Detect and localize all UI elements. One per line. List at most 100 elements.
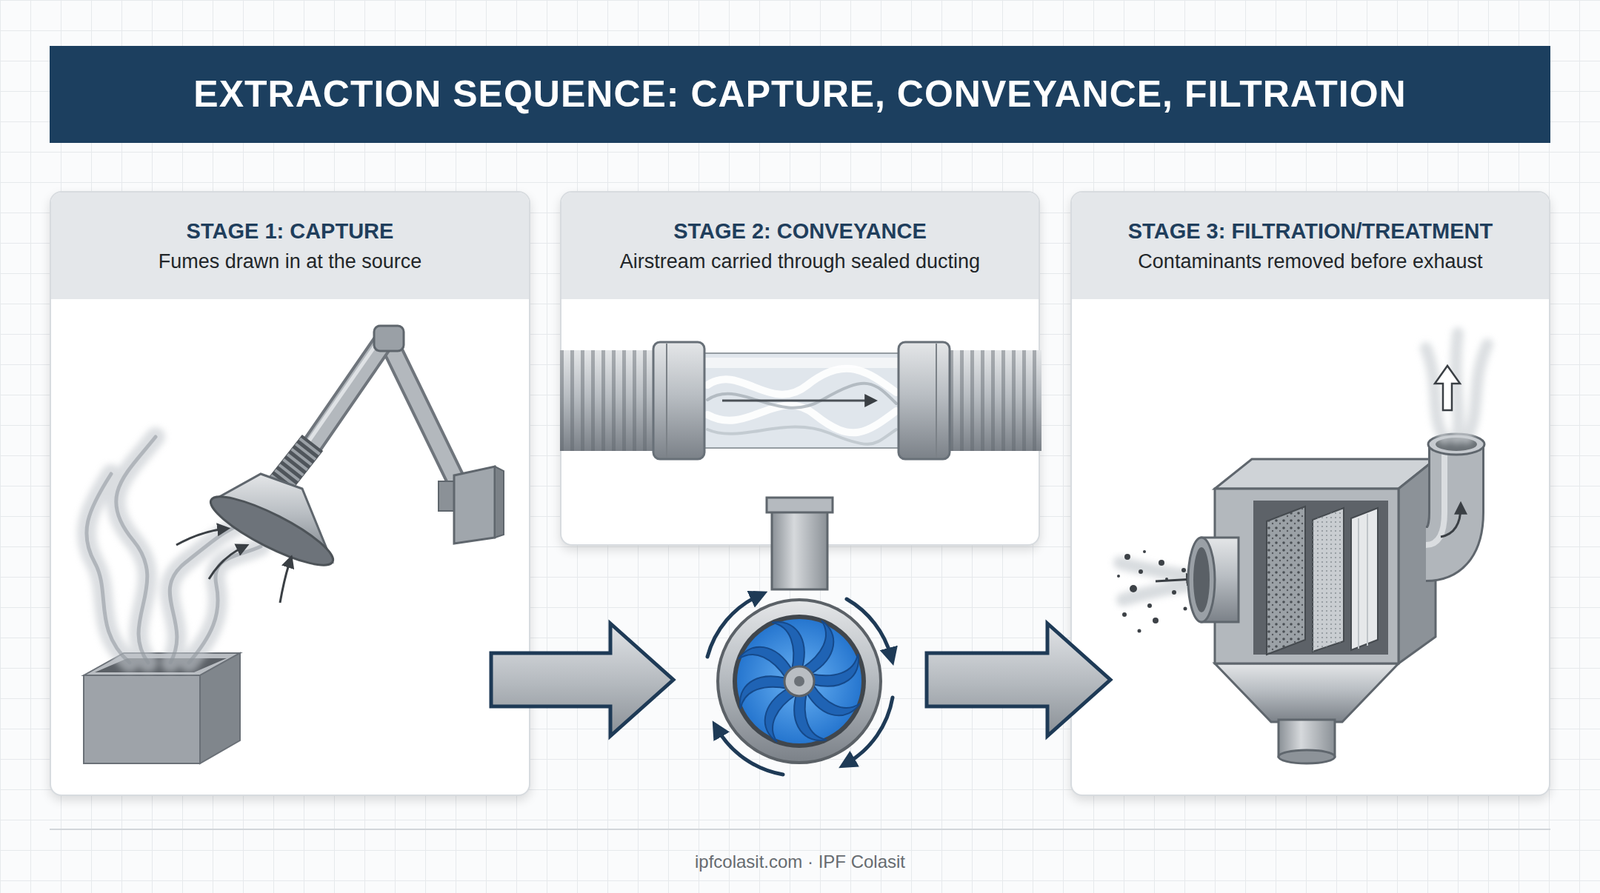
incoming-particles <box>1117 550 1188 634</box>
extraction-fan <box>780 688 840 749</box>
rotation-arrows <box>846 599 892 658</box>
sealed-duct <box>707 426 897 444</box>
sealed-duct <box>704 357 899 369</box>
stage-description: Fumes drawn in at the source <box>62 248 518 275</box>
fume-smoke <box>86 437 261 663</box>
flow-arrow <box>926 623 1111 737</box>
sealed-duct <box>560 342 1042 460</box>
title-band: EXTRACTION SEQUENCE: CAPTURE, CONVEYANCE… <box>49 45 1551 143</box>
filter-unit <box>1366 514 1369 646</box>
clean-exhaust <box>1466 344 1488 439</box>
fume-arm <box>374 325 404 352</box>
clean-exhaust <box>1425 348 1445 439</box>
stage-panel: STAGE 2: CONVEYANCEAirstream carried thr… <box>560 191 1040 546</box>
sealed-duct <box>722 400 873 403</box>
extraction-fan <box>802 620 834 675</box>
filter-unit <box>1357 518 1360 649</box>
filter-unit <box>1188 537 1215 623</box>
fume-source <box>83 653 240 676</box>
extraction-fan <box>732 614 866 749</box>
clean-exhaust <box>1456 333 1459 439</box>
fume-arm <box>387 339 461 491</box>
filter-unit <box>1312 508 1344 652</box>
fume-arm <box>438 481 461 512</box>
sealed-duct <box>707 383 897 409</box>
stage-heading: STAGE 1: CAPTURE <box>62 217 518 245</box>
suction-arrows <box>280 560 291 603</box>
stage-description: Airstream carried through sealed ducting <box>573 248 1027 275</box>
filter-unit <box>1214 459 1436 489</box>
extraction-fan <box>737 619 862 744</box>
sealed-duct <box>707 405 897 433</box>
extraction-fan <box>784 666 815 697</box>
sealed-duct <box>949 350 1042 452</box>
stage-description: Contaminants removed before exhaust <box>1083 248 1538 275</box>
sealed-duct <box>935 343 938 458</box>
clean-exhaust <box>1434 365 1460 411</box>
fume-smoke <box>169 522 245 663</box>
incoming-particles <box>1158 560 1165 566</box>
extraction-fan <box>806 684 860 716</box>
incoming-particles <box>1120 562 1200 578</box>
fume-smoke <box>188 546 261 663</box>
fume-smoke <box>86 437 261 663</box>
fume-source <box>83 675 200 764</box>
filter-unit <box>1253 500 1389 655</box>
fume-arm <box>387 339 461 491</box>
fume-arm <box>306 337 381 445</box>
fume-arm <box>203 325 504 577</box>
sealed-duct <box>560 350 654 452</box>
fume-source <box>200 653 240 764</box>
fume-smoke <box>116 437 156 663</box>
extraction-fan <box>717 497 881 763</box>
fume-smoke <box>188 546 261 663</box>
fume-source <box>83 653 240 764</box>
fume-arm <box>309 339 386 449</box>
extraction-fan <box>794 676 805 687</box>
filter-unit <box>1428 434 1485 455</box>
rotation-arrows <box>707 595 893 775</box>
incoming-particles <box>1137 629 1142 634</box>
filter-unit <box>1440 506 1461 538</box>
filter-unit <box>1425 447 1457 555</box>
fume-arm <box>203 485 340 578</box>
suction-arrows <box>176 528 291 603</box>
incoming-particles <box>1183 607 1188 612</box>
incoming-particles <box>1147 603 1152 609</box>
fume-arm <box>212 474 332 562</box>
extraction-fan <box>765 688 797 743</box>
fume-smoke <box>86 437 261 663</box>
panel-header: STAGE 2: CONVEYANCEAirstream carried thr… <box>561 192 1039 300</box>
stage-panel: STAGE 3: FILTRATION/TREATMENT Contaminant… <box>1070 191 1551 797</box>
filter-unit <box>1435 437 1478 452</box>
extraction-fan <box>717 600 881 763</box>
filter-unit <box>1266 506 1306 655</box>
stage-heading: STAGE 3: FILTRATION/TREATMENT <box>1083 217 1538 245</box>
rotation-arrows <box>846 697 893 764</box>
extraction-fan <box>738 647 792 679</box>
fume-smoke <box>116 437 156 663</box>
incoming-particles <box>1142 550 1146 554</box>
incoming-particles <box>1171 590 1177 595</box>
filter-unit <box>1193 547 1210 613</box>
incoming-particles <box>1129 585 1138 593</box>
incoming-particles <box>1117 550 1200 634</box>
sealed-duct <box>560 350 654 452</box>
filter-unit <box>1278 750 1335 764</box>
footer-credit: ipfcolasit.com · IPF Colasit <box>694 851 906 873</box>
sealed-duct <box>707 368 897 445</box>
filter-unit <box>1214 663 1399 723</box>
filter-unit <box>1214 488 1399 664</box>
sealed-duct <box>704 353 899 449</box>
filter-unit <box>1398 459 1436 664</box>
fume-arm <box>494 466 504 538</box>
filter-unit <box>1312 508 1344 652</box>
stage-panel: STAGE 1: CAPTURE Fumes drawn in at the so… <box>49 191 531 797</box>
suction-arrows <box>176 528 226 546</box>
panel-header: STAGE 3: FILTRATION/TREATMENT Contaminant… <box>1071 192 1549 300</box>
sealed-duct <box>949 350 1042 452</box>
filter-unit <box>1266 506 1306 655</box>
filter-unit <box>1351 508 1378 651</box>
clean-exhaust <box>1425 333 1488 439</box>
